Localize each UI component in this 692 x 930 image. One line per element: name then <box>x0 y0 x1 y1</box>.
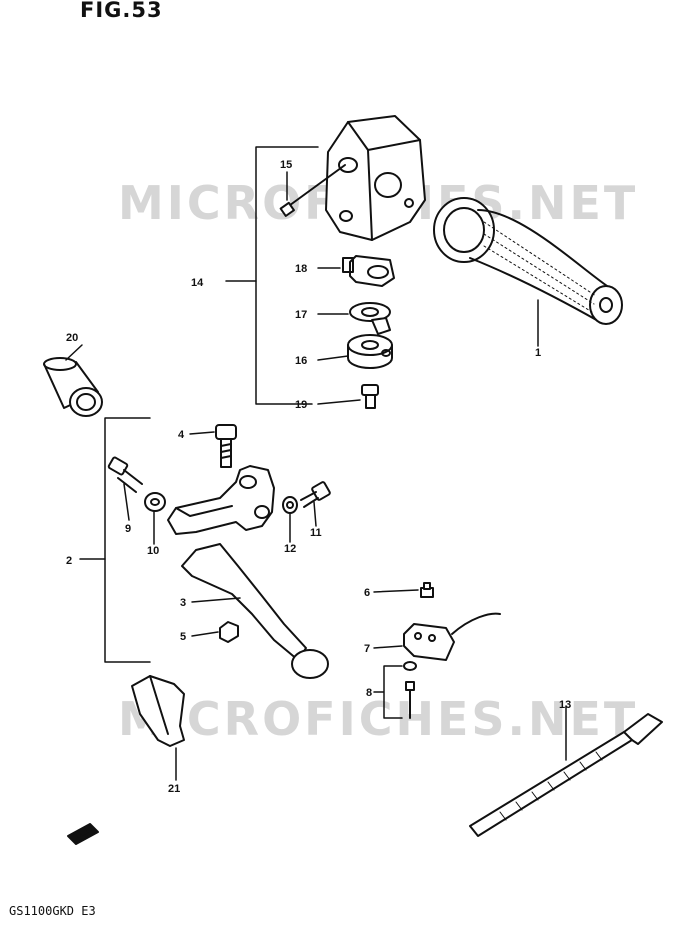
callout-18: 18 <box>295 263 307 275</box>
nut-5 <box>219 621 239 643</box>
callout-1: 1 <box>535 347 541 359</box>
pivot-bolt-9 <box>107 456 143 493</box>
figure-title: FIG.53 <box>80 0 163 22</box>
bushing-10 <box>144 492 166 512</box>
callout-13: 13 <box>559 699 571 711</box>
callout-10: 10 <box>147 545 159 557</box>
washer-12 <box>282 496 298 514</box>
callout-4: 4 <box>178 429 185 441</box>
clutch-switch-7 <box>403 612 501 661</box>
callout-17: 17 <box>295 309 307 321</box>
callout-15: 15 <box>280 159 292 171</box>
callout-8: 8 <box>366 687 372 699</box>
leader-lines <box>65 171 567 781</box>
screw-11 <box>300 481 331 508</box>
lever-bracket <box>167 465 275 535</box>
callout-14: 14 <box>191 277 204 289</box>
callout-3: 3 <box>180 597 186 609</box>
screw-8 <box>403 661 417 719</box>
callout-21: 21 <box>168 783 180 795</box>
bolt-19 <box>361 384 379 409</box>
throttle-cam-18 <box>342 255 395 287</box>
callout-7: 7 <box>364 643 370 655</box>
clutch-lever-3 <box>181 543 329 679</box>
handlebar-grip-1 <box>433 197 623 325</box>
callout-19: 19 <box>295 399 307 411</box>
callout-11: 11 <box>310 527 322 539</box>
callout-16: 16 <box>295 355 307 367</box>
forward-arrow-icon: FWD <box>67 823 99 845</box>
bracket-14 <box>225 146 319 405</box>
cable-tie-13 <box>469 713 663 837</box>
screw-15 <box>279 164 346 217</box>
switch-housing <box>325 115 426 241</box>
callout-2: 2 <box>66 555 72 567</box>
washer-17 <box>349 302 391 335</box>
rubber-boot-20 <box>43 357 103 417</box>
screw-6 <box>420 582 434 598</box>
watermark-bottom: MICROFICHES.NET <box>118 692 639 746</box>
bolt-4 <box>215 424 237 468</box>
callout-6: 6 <box>364 587 370 599</box>
callout-12: 12 <box>284 543 296 555</box>
callout-20: 20 <box>66 332 78 344</box>
callout-5: 5 <box>180 631 186 643</box>
lever-cover-21 <box>131 675 185 747</box>
callout-9: 9 <box>125 523 131 535</box>
model-code: GS1100GKD E3 <box>9 904 96 918</box>
bracket-2 <box>79 417 151 663</box>
pulley-16 <box>347 334 393 369</box>
callout-numbers: 1 2 3 4 5 6 7 8 9 10 11 12 13 14 15 16 1… <box>66 159 571 795</box>
